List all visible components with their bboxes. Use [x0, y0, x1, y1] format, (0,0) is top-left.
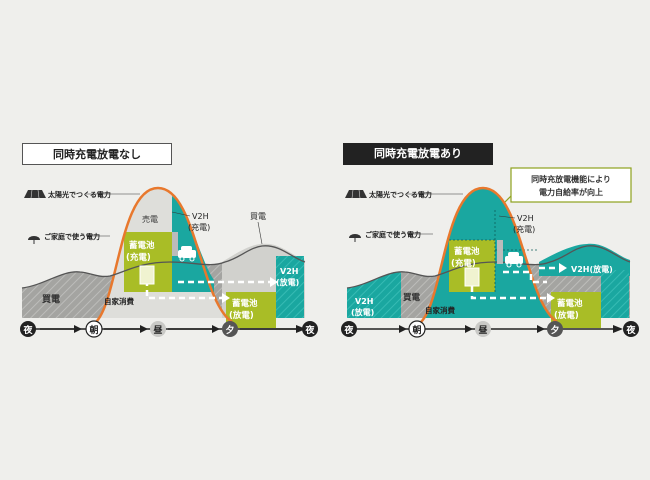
- callout-line-1: 同時充放電機能により: [531, 174, 611, 184]
- timeline-noon: 昼: [150, 321, 166, 337]
- ev-car-icon: [505, 252, 523, 268]
- legend-home: ご家庭で使う電力: [44, 232, 100, 241]
- label-v2h-charge-2: (充電): [188, 222, 210, 232]
- timeline-night-start: 夜: [20, 321, 36, 337]
- label-v2h-discharge-1: V2H: [280, 267, 298, 276]
- svg-text:夜: 夜: [22, 324, 33, 336]
- home-consumption-line: [21, 245, 306, 289]
- label-v2h-discharge-2: (放電): [276, 277, 299, 287]
- svg-text:夕: 夕: [225, 324, 234, 336]
- label-battery-discharge-2: (放電): [554, 310, 579, 321]
- timeline-morning: 朝: [85, 320, 103, 338]
- diagram-with-simultaneous: 同時充放電機能により 電力自給率が向上: [341, 167, 639, 338]
- solar-panel-icon: [24, 189, 46, 199]
- label-v2h-charge-1: V2H: [517, 214, 534, 223]
- label-v2h-discharge-left-2: (放電): [351, 307, 374, 317]
- label-battery-discharge-1: 蓄電池: [557, 298, 583, 309]
- battery-icon: [139, 265, 155, 285]
- v2h-discharge-left-area: [347, 271, 401, 318]
- label-v2h-discharge-top: V2H(放電): [571, 264, 613, 274]
- svg-text:夜: 夜: [304, 324, 315, 336]
- timeline-night-end: 夜: [302, 321, 318, 337]
- timeline-noon: 昼: [475, 321, 491, 337]
- svg-text:夜: 夜: [625, 324, 636, 336]
- label-self-consumption: 自家消費: [104, 296, 134, 306]
- label-buy-top: 買電: [250, 212, 266, 221]
- callout-line-2: 電力自給率が向上: [539, 187, 603, 197]
- dashed-arrow-v2h: [503, 270, 547, 284]
- lamp-icon: [349, 234, 361, 242]
- battery-discharge-area: [551, 292, 601, 328]
- battery-icon: [464, 267, 480, 287]
- label-sell: 売電: [142, 214, 158, 224]
- ev-charger-icon: [172, 232, 178, 256]
- timeline-night-end: 夜: [623, 321, 639, 337]
- label-self-consumption: 自家消費: [425, 305, 455, 315]
- svg-text:夕: 夕: [550, 324, 559, 336]
- timeline-evening: 夕: [547, 321, 563, 337]
- battery-discharge-area: [226, 292, 276, 328]
- v2h-discharge-area: [276, 256, 304, 318]
- label-battery-charge-2: (充電): [126, 252, 151, 263]
- v2h-discharge-right-hatch: [601, 270, 629, 318]
- svg-text:朝: 朝: [412, 324, 421, 336]
- panel-title: 同時充電放電なし: [22, 143, 172, 165]
- label-battery-charge-1: 蓄電池: [454, 246, 480, 257]
- ev-car-icon: [178, 246, 196, 262]
- label-buy: 買電: [403, 292, 421, 303]
- dashed-arrow-battery: [470, 276, 547, 300]
- diagram-without-simultaneous: 太陽光でつくる電力 ご家庭で使う電力 売電 V2H (充電) 買電 蓄電池 (充…: [20, 186, 318, 338]
- label-battery-charge-2: (充電): [451, 258, 476, 269]
- lamp-icon: [28, 236, 40, 244]
- timeline-night-start: 夜: [341, 321, 357, 337]
- legend-home: ご家庭で使う電力: [365, 230, 421, 239]
- label-battery-charge-1: 蓄電池: [129, 240, 155, 251]
- callout-box: [510, 167, 632, 203]
- label-battery-discharge-2: (放電): [229, 310, 254, 321]
- timeline-morning: 朝: [408, 320, 426, 338]
- legend-solar: 太陽光でつくる電力: [48, 190, 111, 199]
- svg-text:夜: 夜: [343, 324, 354, 336]
- label-buy-bottom: 買電: [42, 294, 60, 305]
- label-v2h-charge-1: V2H: [192, 212, 209, 221]
- label-v2h-charge-2: (充電): [513, 224, 535, 234]
- svg-text:昼: 昼: [153, 325, 162, 336]
- label-v2h-discharge-left-1: V2H: [355, 297, 373, 306]
- svg-text:昼: 昼: [478, 325, 487, 336]
- panel-with-simultaneous: 同時充電放電あり 同時充放電機能により 電力自給率が向上: [325, 0, 650, 480]
- home-consumption-line: [346, 245, 631, 289]
- panel-title: 同時充電放電あり: [343, 143, 493, 165]
- panel-without-simultaneous: 同時充電放電なし: [20, 143, 318, 338]
- legend-solar: 太陽光でつくる電力: [369, 190, 432, 199]
- timeline-evening: 夕: [222, 321, 238, 337]
- label-battery-discharge-1: 蓄電池: [232, 298, 258, 309]
- svg-text:朝: 朝: [89, 324, 98, 336]
- solar-panel-icon: [345, 189, 367, 199]
- ev-charger-icon: [497, 240, 503, 264]
